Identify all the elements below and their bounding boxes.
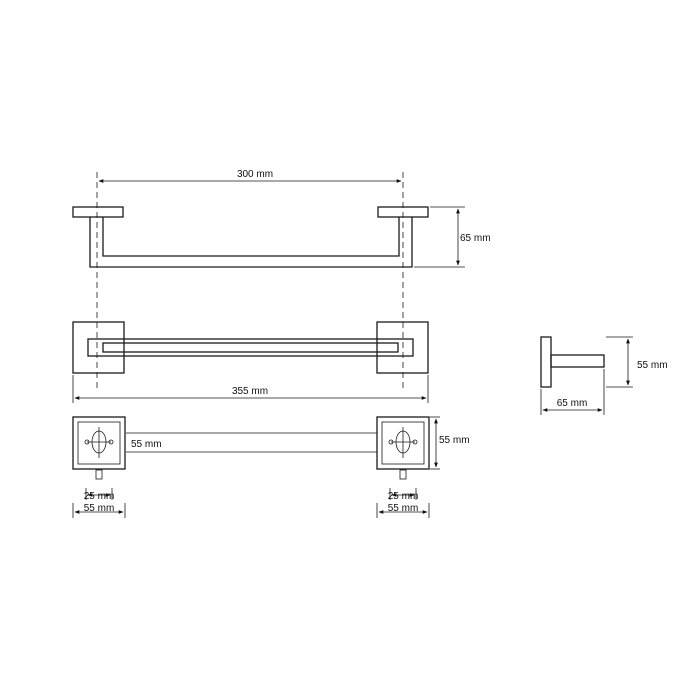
front-view: 355 mm: [72, 321, 429, 403]
side-plate: [540, 336, 552, 388]
top-bar-outline: [89, 217, 413, 268]
side-stem: [550, 354, 605, 368]
left-screw-icon: [95, 469, 103, 480]
front-bar-outer: [87, 338, 414, 357]
side-dim-65-label: 65 mm: [557, 398, 588, 409]
base-left-plate: [72, 416, 126, 470]
base-right-plate: [376, 416, 430, 470]
right-dim-55-label: 55 mm: [388, 503, 419, 514]
right-screw-icon: [399, 469, 407, 480]
dim-300-label: 300 mm: [237, 169, 273, 180]
right-dim-25-label: 25 mm: [388, 491, 419, 502]
dim-355-label: 355 mm: [232, 386, 268, 397]
base-left-plate-height-label: 55 mm: [131, 439, 162, 450]
top-right-mount: [377, 206, 429, 218]
front-left-mount: [72, 321, 125, 374]
top-view: 300 mm 65 mm: [72, 169, 491, 390]
left-dim-25-label: 25 mm: [84, 491, 115, 502]
side-dim-55-label: 55 mm: [637, 360, 668, 371]
base-view: 55 mm 55 mm 25 mm 55 mm 25 mm 55 mm: [72, 416, 470, 518]
side-view: 55 mm 65 mm: [540, 336, 668, 415]
dim-65-label: 65 mm: [460, 233, 491, 244]
front-bar-inner: [102, 342, 399, 353]
base-plate-height-label: 55 mm: [439, 435, 470, 446]
front-right-mount: [376, 321, 429, 374]
left-dim-55-label: 55 mm: [84, 503, 115, 514]
top-left-mount: [72, 206, 124, 218]
